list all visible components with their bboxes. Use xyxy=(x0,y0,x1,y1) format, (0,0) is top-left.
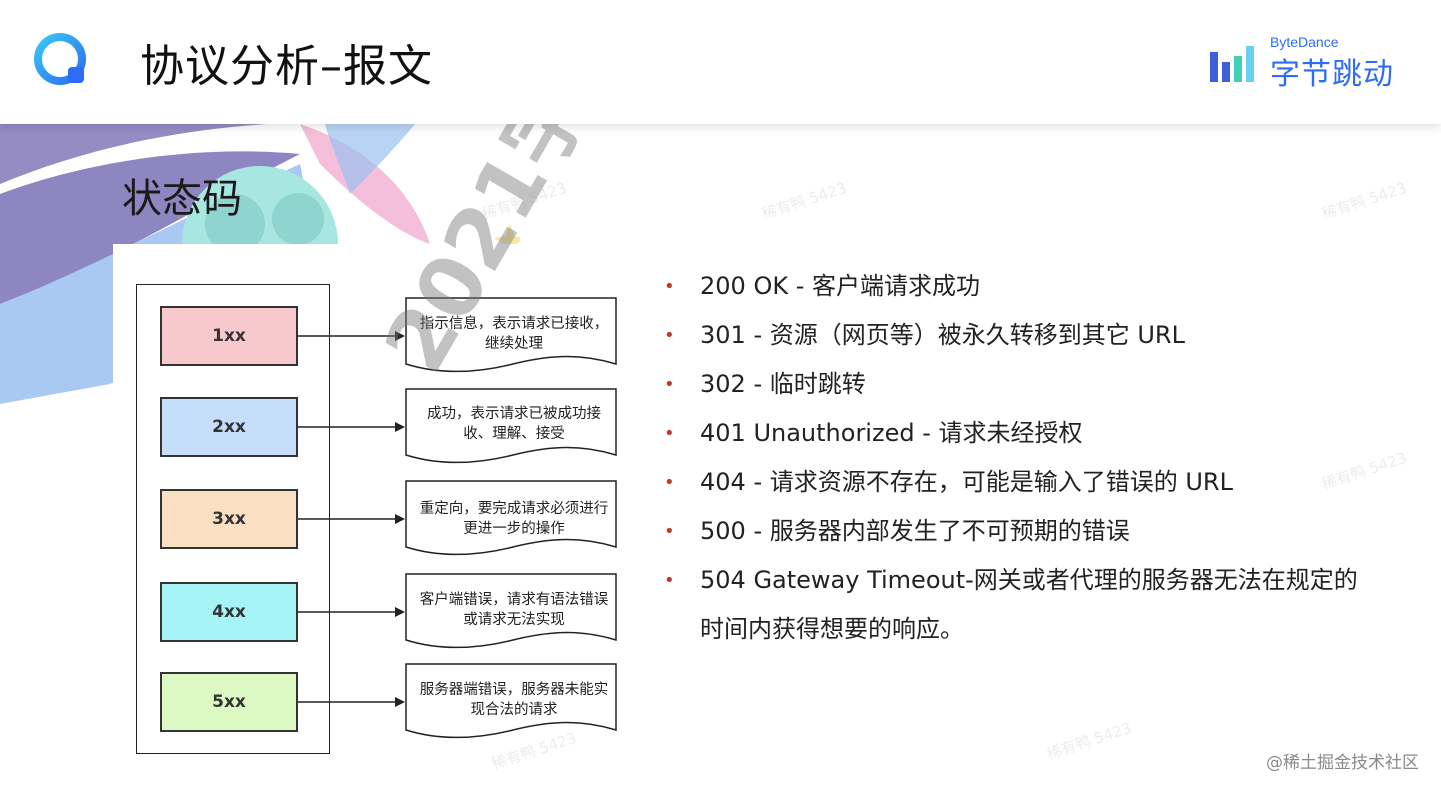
document-shape xyxy=(405,480,617,556)
code-box-2xx: 2xx xyxy=(160,397,298,457)
list-item: 301 - 资源（网页等）被永久转移到其它 URL xyxy=(664,311,1384,360)
arrow-head xyxy=(395,697,405,707)
list-item: 401 Unauthorized - 请求未经授权 xyxy=(664,409,1384,458)
list-item: 504 Gateway Timeout-网关或者代理的服务器无法在规定的时间内获… xyxy=(664,556,1360,654)
brand-logo: ByteDance 字节跳动 xyxy=(1208,34,1408,92)
list-item: 500 - 服务器内部发生了不可预期的错误 xyxy=(664,507,1384,556)
section-title: 状态码 xyxy=(122,176,242,222)
desc-line: 收、理解、接受 xyxy=(463,426,565,442)
desc-5xx: 服务器端错误，服务器未能实 现合法的请求 xyxy=(408,680,620,720)
desc-line: 现合法的请求 xyxy=(470,702,558,718)
watermark-small: 稀有鸭 5423 xyxy=(1319,178,1409,224)
arrow-head xyxy=(395,422,405,432)
arrow-head xyxy=(395,514,405,524)
desc-line: 成功，表示请求已被成功接 xyxy=(427,406,601,422)
status-code-list: 200 OK - 客户端请求成功 301 - 资源（网页等）被永久转移到其它 U… xyxy=(664,262,1384,654)
desc-line: 继续处理 xyxy=(485,336,543,352)
desc-4xx: 客户端错误，请求有语法错误 或请求无法实现 xyxy=(408,590,620,630)
status-code-diagram: 1xx 2xx 3xx 4xx 5xx 指示信息，表示请求已接收， 继续处理 成… xyxy=(113,244,643,774)
desc-line: 或请求无法实现 xyxy=(463,612,565,628)
watermark-small: 稀有鸭 5423 xyxy=(1044,718,1134,764)
desc-line: 服务器端错误，服务器未能实 xyxy=(419,682,609,698)
code-box-4xx: 4xx xyxy=(160,582,298,642)
desc-line: 指示信息，表示请求已接收， xyxy=(419,316,609,332)
desc-2xx: 成功，表示请求已被成功接 收、理解、接受 xyxy=(408,404,620,444)
code-box-5xx: 5xx xyxy=(160,672,298,732)
page-title: 协议分析–报文 xyxy=(140,41,433,92)
code-box-1xx: 1xx xyxy=(160,306,298,366)
bytedance-bars-icon xyxy=(1210,46,1254,82)
arrow-head xyxy=(395,607,405,617)
slide-header: 协议分析–报文 ByteDance 字节跳动 xyxy=(0,0,1441,124)
document-shape xyxy=(405,388,617,464)
code-box-3xx: 3xx xyxy=(160,489,298,549)
list-item: 200 OK - 客户端请求成功 xyxy=(664,262,1384,311)
document-shape xyxy=(405,297,617,373)
app-logo-icon xyxy=(34,33,86,85)
list-item: 302 - 临时跳转 xyxy=(664,360,1384,409)
document-shape xyxy=(405,663,617,739)
desc-line: 重定向，要完成请求必须进行 xyxy=(419,501,609,517)
list-item: 404 - 请求资源不存在，可能是输入了错误的 URL xyxy=(664,458,1384,507)
desc-line: 更进一步的操作 xyxy=(463,521,565,537)
desc-3xx: 重定向，要完成请求必须进行 更进一步的操作 xyxy=(408,499,620,539)
watermark-small: 稀有鸭 5423 xyxy=(759,178,849,224)
footer-credit: @稀土掘金技术社区 xyxy=(1266,753,1419,773)
brand-name-en: ByteDance xyxy=(1270,34,1339,50)
desc-line: 客户端错误，请求有语法错误 xyxy=(419,592,609,608)
diagram-connectors xyxy=(298,297,617,739)
arrow-head xyxy=(395,331,405,341)
brand-name-cn: 字节跳动 xyxy=(1270,57,1394,92)
desc-1xx: 指示信息，表示请求已接收， 继续处理 xyxy=(408,314,620,354)
document-shape xyxy=(405,573,617,649)
